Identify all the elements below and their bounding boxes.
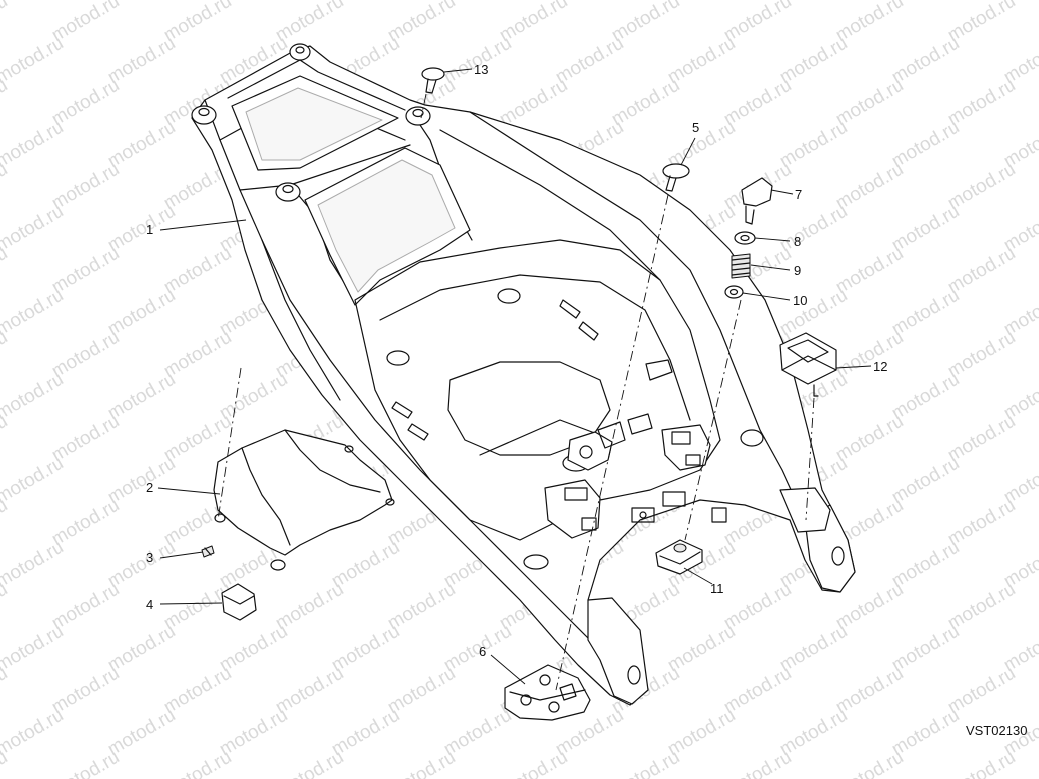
callout-13: 13 — [474, 62, 488, 77]
watermark-text: motod.ru — [0, 117, 67, 173]
watermark-text: motod.ru — [0, 285, 67, 341]
watermark-text: motod.ru — [0, 747, 11, 779]
assembly-lines — [217, 93, 815, 691]
callout-5: 5 — [692, 120, 699, 135]
callout-11: 11 — [710, 581, 724, 596]
watermark-text: motod.ru — [608, 747, 683, 779]
watermark-text: motod.ru — [0, 621, 67, 677]
seat-latch-part — [504, 664, 591, 721]
watermark-text: motod.ru — [0, 201, 67, 257]
callout-7: 7 — [795, 187, 802, 202]
leader-lines — [157, 68, 872, 685]
watermark-text: motod.ru — [0, 453, 67, 509]
switch-part — [779, 332, 837, 397]
callout-2: 2 — [146, 480, 153, 495]
callout-1: 1 — [146, 222, 153, 237]
callout-6: 6 — [479, 644, 486, 659]
watermark-text: motod.ru — [272, 747, 347, 779]
lock-block-part — [655, 539, 703, 575]
screw-part — [201, 545, 215, 558]
callout-4: 4 — [146, 597, 153, 612]
drawing-code: VST02130 — [966, 723, 1027, 738]
watermark-text: motod.ru — [0, 369, 67, 425]
watermark-text: motod.ru — [384, 747, 459, 779]
watermark-text: motod.ru — [0, 0, 11, 46]
watermark-text: motod.ru — [0, 705, 67, 761]
watermark-text: motod.ru — [160, 747, 235, 779]
watermark-text: motod.ru — [832, 747, 907, 779]
push-rivet-part — [421, 67, 445, 94]
watermark-text: motod.ru — [720, 747, 795, 779]
callout-labels: 1 2 3 4 5 6 7 8 9 10 11 12 13 — [146, 62, 887, 659]
watermark-text: motod.ru — [0, 537, 67, 593]
callout-8: 8 — [794, 234, 801, 249]
callout-3: 3 — [146, 550, 153, 565]
side-cover-part — [213, 429, 395, 571]
watermark-text: motod.ru — [48, 747, 123, 779]
callout-10: 10 — [793, 293, 807, 308]
spring-part — [731, 253, 751, 279]
watermark-text: motod.ru — [0, 33, 67, 89]
rear-subframe — [191, 43, 856, 706]
callout-12: 12 — [873, 359, 887, 374]
washer-top-part — [734, 231, 756, 245]
rubber-block-part — [221, 583, 257, 621]
washer-bottom-part — [724, 285, 744, 299]
watermark-text: motod.ru — [944, 747, 1019, 779]
watermark-text: motod.ru — [496, 747, 571, 779]
key-part — [741, 177, 773, 225]
pin-part — [662, 163, 690, 192]
callout-9: 9 — [794, 263, 801, 278]
watermark-text: motod.ru — [0, 0, 67, 4]
